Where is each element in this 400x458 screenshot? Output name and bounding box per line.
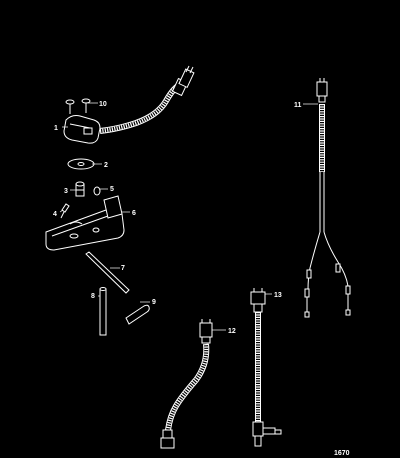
callout-6: 6 [132, 210, 136, 217]
callout-5: 5 [110, 186, 114, 193]
part-12-hose [160, 319, 213, 449]
figure-number: 1670 [334, 450, 350, 457]
part-7-rod [85, 251, 130, 294]
callout-7: 7 [121, 265, 125, 272]
part-8-pin [99, 287, 107, 336]
callout-10: 10 [99, 101, 107, 108]
callout-9: 9 [152, 299, 156, 306]
callouts: 1 2 3 4 5 6 7 8 9 10 11 12 13 [53, 101, 302, 335]
part-1-sender-unit [63, 65, 195, 144]
part-9-cotter-pin [125, 304, 150, 325]
part-6-bracket [45, 195, 125, 251]
callout-3: 3 [64, 188, 68, 195]
leader-lines [59, 102, 318, 331]
callout-13: 13 [274, 292, 282, 299]
part-5-nut [93, 186, 101, 196]
part-4-screw [60, 203, 70, 219]
callout-12: 12 [228, 328, 236, 335]
callout-2: 2 [104, 162, 108, 169]
callout-1: 1 [54, 125, 58, 132]
part-10-screws [65, 98, 91, 114]
part-11-harness [304, 78, 351, 318]
part-2-gasket [67, 158, 95, 170]
part-13-tube [250, 288, 282, 447]
callout-4: 4 [53, 211, 57, 218]
part-3-adapter [75, 181, 85, 197]
callout-8: 8 [91, 293, 95, 300]
callout-11: 11 [294, 102, 302, 109]
